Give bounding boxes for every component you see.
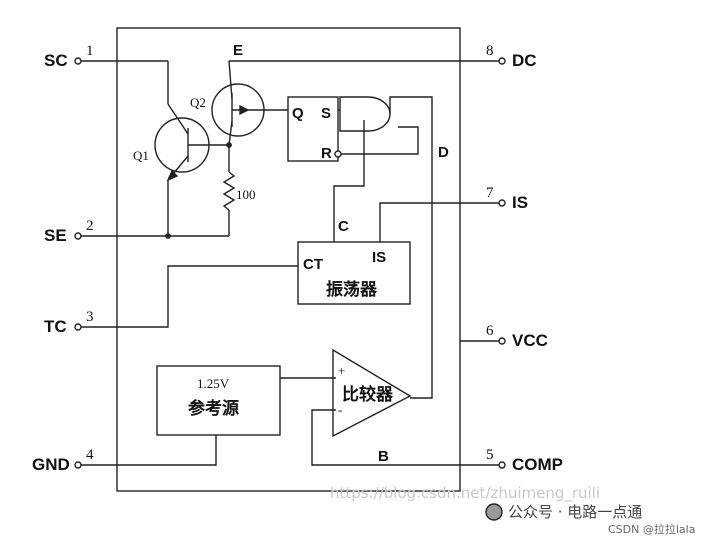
oscillator-block [297, 241, 411, 305]
latch-r-label: R [321, 145, 332, 162]
pin-5-number: 5 [486, 447, 494, 463]
reference-voltage: 1.25V [197, 376, 230, 391]
signal-c-label: C [338, 218, 349, 235]
pin-2-label: SE [44, 226, 67, 245]
pin-4-number: 4 [86, 447, 94, 463]
q1-emitter-arrow [166, 169, 179, 182]
and-gate [339, 96, 391, 132]
pin-3-label: TC [44, 317, 67, 336]
comparator-triangle [332, 348, 412, 438]
oscillator-name: 振荡器 [326, 279, 378, 300]
wire-comp [311, 409, 499, 466]
pin-6-terminal [498, 337, 506, 345]
signal-e-label: E [233, 42, 243, 59]
q2-arrow [239, 104, 250, 116]
resistor-100-icon [222, 171, 236, 211]
watermark-url: https://blog.csdn.net/zhuimeng_ruili [330, 484, 600, 503]
pin-1-number: 1 [86, 43, 94, 59]
pin-7-number: 7 [486, 185, 494, 201]
pin-1-terminal [74, 57, 82, 65]
reference-block [156, 365, 281, 436]
pin-1-label: SC [44, 51, 68, 70]
oscillator-ct-label: CT [303, 256, 323, 273]
pin-4-terminal [74, 461, 82, 469]
signal-b-label: B [378, 448, 389, 465]
wire-tc [81, 265, 298, 328]
watermark-account: 公众号 · 电路一点通 [508, 503, 642, 521]
resistor-label: 100 [236, 187, 256, 202]
reference-name: 参考源 [188, 398, 239, 419]
latch-r-bubble [334, 150, 342, 158]
wechat-icon [485, 503, 503, 521]
pin-5-label: COMP [512, 455, 563, 474]
pin-4-label: GND [32, 455, 70, 474]
pin-8-number: 8 [486, 43, 494, 59]
pin-2-number: 2 [86, 218, 94, 234]
signal-d-label: D [438, 144, 449, 161]
pin-6-label: VCC [512, 331, 548, 350]
latch-s-label: S [321, 105, 331, 122]
wire-d [389, 96, 433, 399]
oscillator-is-label: IS [372, 249, 386, 266]
q2-collector [228, 60, 233, 100]
chip-outline [116, 27, 461, 492]
pin-3-number: 3 [86, 309, 94, 325]
q2-emitter [228, 120, 233, 146]
latch-q-label: Q [292, 105, 304, 122]
wire-latch-r [341, 126, 419, 155]
wire-is [379, 202, 499, 242]
q2-label: Q2 [190, 95, 206, 110]
pin-8-terminal [498, 57, 506, 65]
pin-2-terminal [74, 232, 82, 240]
wire-c [333, 120, 365, 242]
watermark-csdn: CSDN @拉拉lala [608, 522, 695, 536]
pin-5-terminal [498, 461, 506, 469]
comparator-plus: + [338, 363, 345, 378]
pin-7-label: IS [512, 193, 528, 212]
pin-8-label: DC [512, 51, 537, 70]
pin-7-terminal [498, 199, 506, 207]
pin-6-number: 6 [486, 323, 494, 339]
q1-collector [167, 103, 189, 135]
wire-gnd [81, 435, 217, 466]
pin-3-terminal [74, 323, 82, 331]
comparator-minus: - [338, 402, 342, 417]
sr-latch [287, 96, 339, 162]
comparator-name: 比较器 [342, 384, 394, 405]
q1-label: Q1 [133, 148, 149, 163]
